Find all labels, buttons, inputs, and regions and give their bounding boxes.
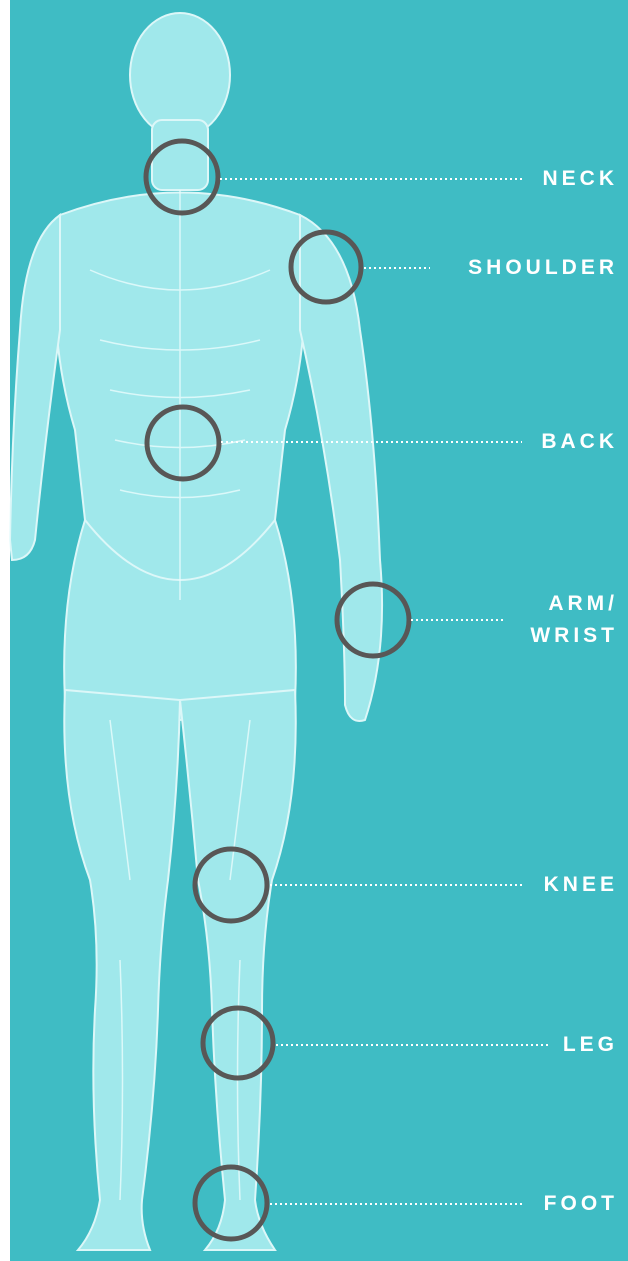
neck-label: NECK	[542, 163, 618, 195]
back-label: BACK	[541, 426, 618, 458]
arm-wrist-label: ARM/ WRIST	[530, 588, 618, 652]
knee-label: KNEE	[544, 869, 618, 901]
arm-wrist-label-line1: ARM/	[530, 588, 618, 620]
shoulder-label: SHOULDER	[468, 252, 618, 284]
foot-label: FOOT	[544, 1188, 618, 1220]
arm-wrist-label-line2: WRIST	[530, 620, 618, 652]
head	[130, 13, 230, 137]
neck-shape	[152, 120, 208, 190]
leg-label: LEG	[563, 1029, 618, 1061]
